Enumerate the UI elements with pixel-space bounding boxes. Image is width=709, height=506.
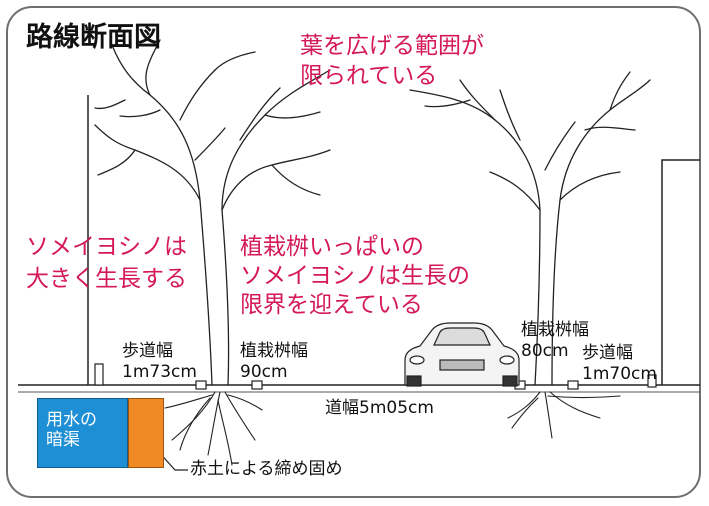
left-curb [195,380,207,390]
sidewalk-left-label: 歩道幅 [122,341,173,361]
page-title: 路線断面図 [26,22,161,53]
sidewalk-right-value: 1m70cm [582,364,657,384]
left-tree-annotation-line1: ソメイヨシノは [26,234,187,260]
water-channel-line2: 暗渠 [46,430,80,451]
canopy-annotation-line1: 葉を広げる範囲が [300,33,484,59]
sidewalk-right-label: 歩道幅 [582,343,633,363]
right-tree-roots [507,391,621,439]
center-annotation-line2: ソメイヨシノは生長の [240,263,470,289]
red-soil-box [128,398,164,468]
left-post [94,363,104,386]
planter-right-value: 80cm [521,341,569,361]
canopy-annotation-line2: 限られている [300,63,438,89]
left-curb-inner [251,380,263,390]
planter-left-value: 90cm [240,362,288,382]
left-tree-roots [164,391,263,466]
right-post [647,374,657,388]
right-tree [409,71,651,386]
car [404,322,520,387]
center-annotation-line1: 植栽桝いっぱいの [240,234,424,260]
road-width-label: 道幅5m05cm [325,398,434,418]
center-annotation-line3: 限界を迎えている [240,292,423,318]
planter-right-label: 植栽桝幅 [521,320,589,340]
right-curb [567,380,579,390]
red-soil-label: 赤土による締め固め [190,459,343,479]
water-channel-box [37,398,128,468]
planter-left-label: 植栽桝幅 [240,341,308,361]
water-channel-line1: 用水の [46,410,97,430]
left-tree-annotation-line2: 大きく生長する [26,266,187,292]
left-tree [94,39,331,386]
water-channel-label: 用水の 暗渠 [46,410,97,451]
right-building-wall [661,159,700,385]
sidewalk-left-value: 1m73cm [122,362,197,382]
